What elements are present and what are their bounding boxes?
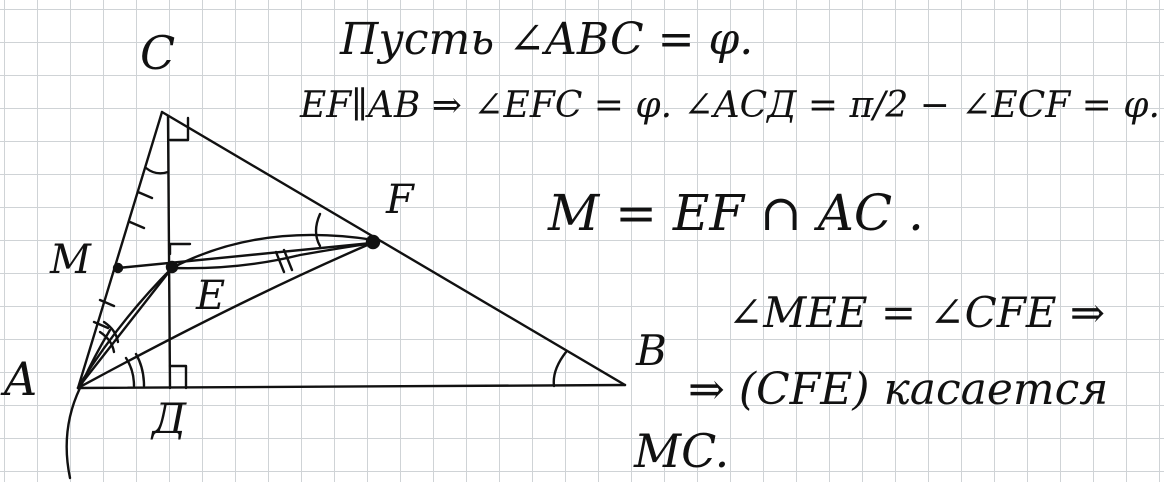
segment-mf (116, 241, 374, 270)
label-point-m: M (50, 237, 91, 283)
note-line-2: EF∥AB ⇒ ∠EFC = φ. ∠ACД = π/2 − ∠ECF = φ. (300, 85, 1160, 126)
arc-ef-lower (170, 241, 376, 270)
segment-ae (76, 266, 174, 390)
right-angle-e (168, 242, 192, 256)
right-angle-c (168, 116, 190, 142)
angle-arc-f-1 (314, 212, 322, 248)
side-ab (76, 383, 627, 390)
label-point-c: C (140, 26, 176, 80)
point-m (112, 262, 124, 274)
label-point-d: Д (152, 394, 187, 443)
segment-af (76, 241, 374, 390)
label-point-e: E (196, 273, 226, 319)
tick-am-1 (98, 298, 116, 308)
angle-arc-a-4 (134, 352, 146, 388)
point-f (365, 234, 381, 250)
tick-am-2 (92, 320, 110, 330)
angle-arc-b (552, 350, 568, 388)
note-line-6: MC. (634, 424, 730, 478)
side-ac (76, 110, 164, 390)
note-line-1: Пусть ∠ABC = φ. (340, 14, 754, 65)
label-point-b: B (636, 326, 667, 375)
side-cb (160, 110, 627, 387)
circle-arc (65, 328, 112, 480)
tick-mc-1 (128, 220, 146, 230)
label-point-a: A (4, 352, 38, 406)
angle-arc-a-3 (124, 356, 136, 388)
note-line-3: M = EF ∩ AC . (548, 184, 924, 242)
note-line-5: ⇒ (CFE) касается (688, 364, 1109, 415)
point-e (165, 260, 179, 274)
angle-arc-c (144, 166, 170, 175)
right-angle-d (168, 364, 188, 390)
label-point-f: F (386, 177, 414, 223)
angle-arc-a-2 (98, 330, 116, 354)
note-line-4: ∠MEE = ∠CFE ⇒ (728, 288, 1106, 337)
angle-arc-f-2 (274, 250, 286, 274)
angle-arc-f-3 (282, 248, 294, 272)
angle-arc-a-1 (102, 320, 120, 344)
tick-mc-2 (136, 190, 154, 200)
arc-ef-upper (170, 233, 376, 270)
